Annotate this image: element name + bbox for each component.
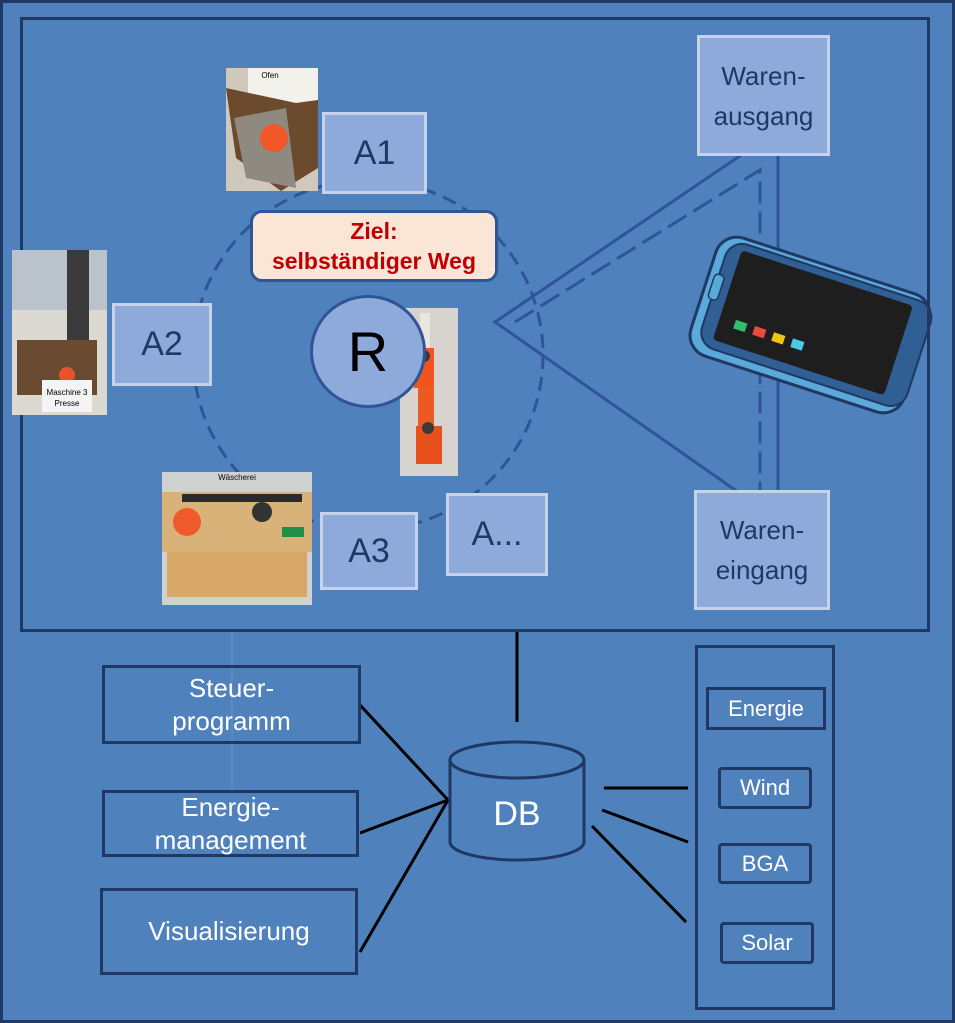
energy-panel-title: Energie bbox=[706, 687, 826, 730]
station-a2[interactable]: A2 bbox=[112, 303, 212, 386]
press-photo-label-1: Maschine 3 bbox=[47, 388, 88, 397]
goal-line2: selbständiger Weg bbox=[271, 248, 477, 274]
goods-in-line2: eingang bbox=[715, 555, 809, 585]
robot-arm-photo bbox=[400, 308, 458, 476]
control-program-line1: Steuer- bbox=[188, 672, 275, 703]
control-program-box[interactable]: Steuer- programm bbox=[102, 665, 361, 744]
visualization-box[interactable]: Visualisierung bbox=[100, 888, 358, 975]
energy-management-line1: Energie- bbox=[181, 791, 280, 822]
press-photo: Maschine 3 Presse bbox=[12, 250, 107, 415]
link-db-energy2 bbox=[601, 808, 689, 844]
station-a3[interactable]: A3 bbox=[320, 512, 418, 590]
source-solar[interactable]: Solar bbox=[720, 922, 814, 964]
energy-management-box[interactable]: Energie- management bbox=[102, 790, 359, 857]
link-control-db bbox=[358, 703, 450, 802]
washer-photo: Wäscherei bbox=[162, 472, 312, 605]
link-energy-db bbox=[359, 798, 449, 835]
press-photo-label-2: Presse bbox=[55, 399, 80, 408]
database-cylinder-icon bbox=[448, 740, 586, 862]
energy-management-line2: management bbox=[154, 824, 307, 855]
oven-photo-label: Ofen bbox=[261, 71, 278, 80]
robot-node[interactable]: R bbox=[310, 295, 426, 408]
delivery-route-dashed bbox=[514, 167, 762, 520]
goods-out-line1: Waren- bbox=[721, 60, 806, 91]
goods-in-box[interactable]: Waren- eingang bbox=[694, 490, 830, 610]
source-wind[interactable]: Wind bbox=[718, 767, 812, 809]
goal-line1: Ziel: bbox=[350, 218, 398, 244]
station-a1[interactable]: A1 bbox=[322, 112, 427, 194]
goal-label: Ziel: selbständiger Weg bbox=[250, 210, 498, 282]
control-program-line2: programm bbox=[172, 705, 291, 736]
station-more[interactable]: A... bbox=[446, 493, 548, 576]
link-db-energy3 bbox=[590, 824, 688, 924]
source-bga[interactable]: BGA bbox=[718, 843, 812, 884]
oven-photo: Ofen bbox=[226, 68, 318, 191]
goods-in-line1: Waren- bbox=[719, 515, 805, 545]
link-vis-db bbox=[358, 799, 450, 953]
energy-panel-frame bbox=[695, 645, 835, 1010]
smartphone-icon bbox=[688, 235, 933, 415]
database-label: DB bbox=[493, 795, 541, 833]
goods-out-line2: ausgang bbox=[713, 100, 814, 131]
goods-out-box[interactable]: Waren- ausgang bbox=[697, 35, 830, 156]
washer-photo-label: Wäscherei bbox=[218, 473, 256, 482]
